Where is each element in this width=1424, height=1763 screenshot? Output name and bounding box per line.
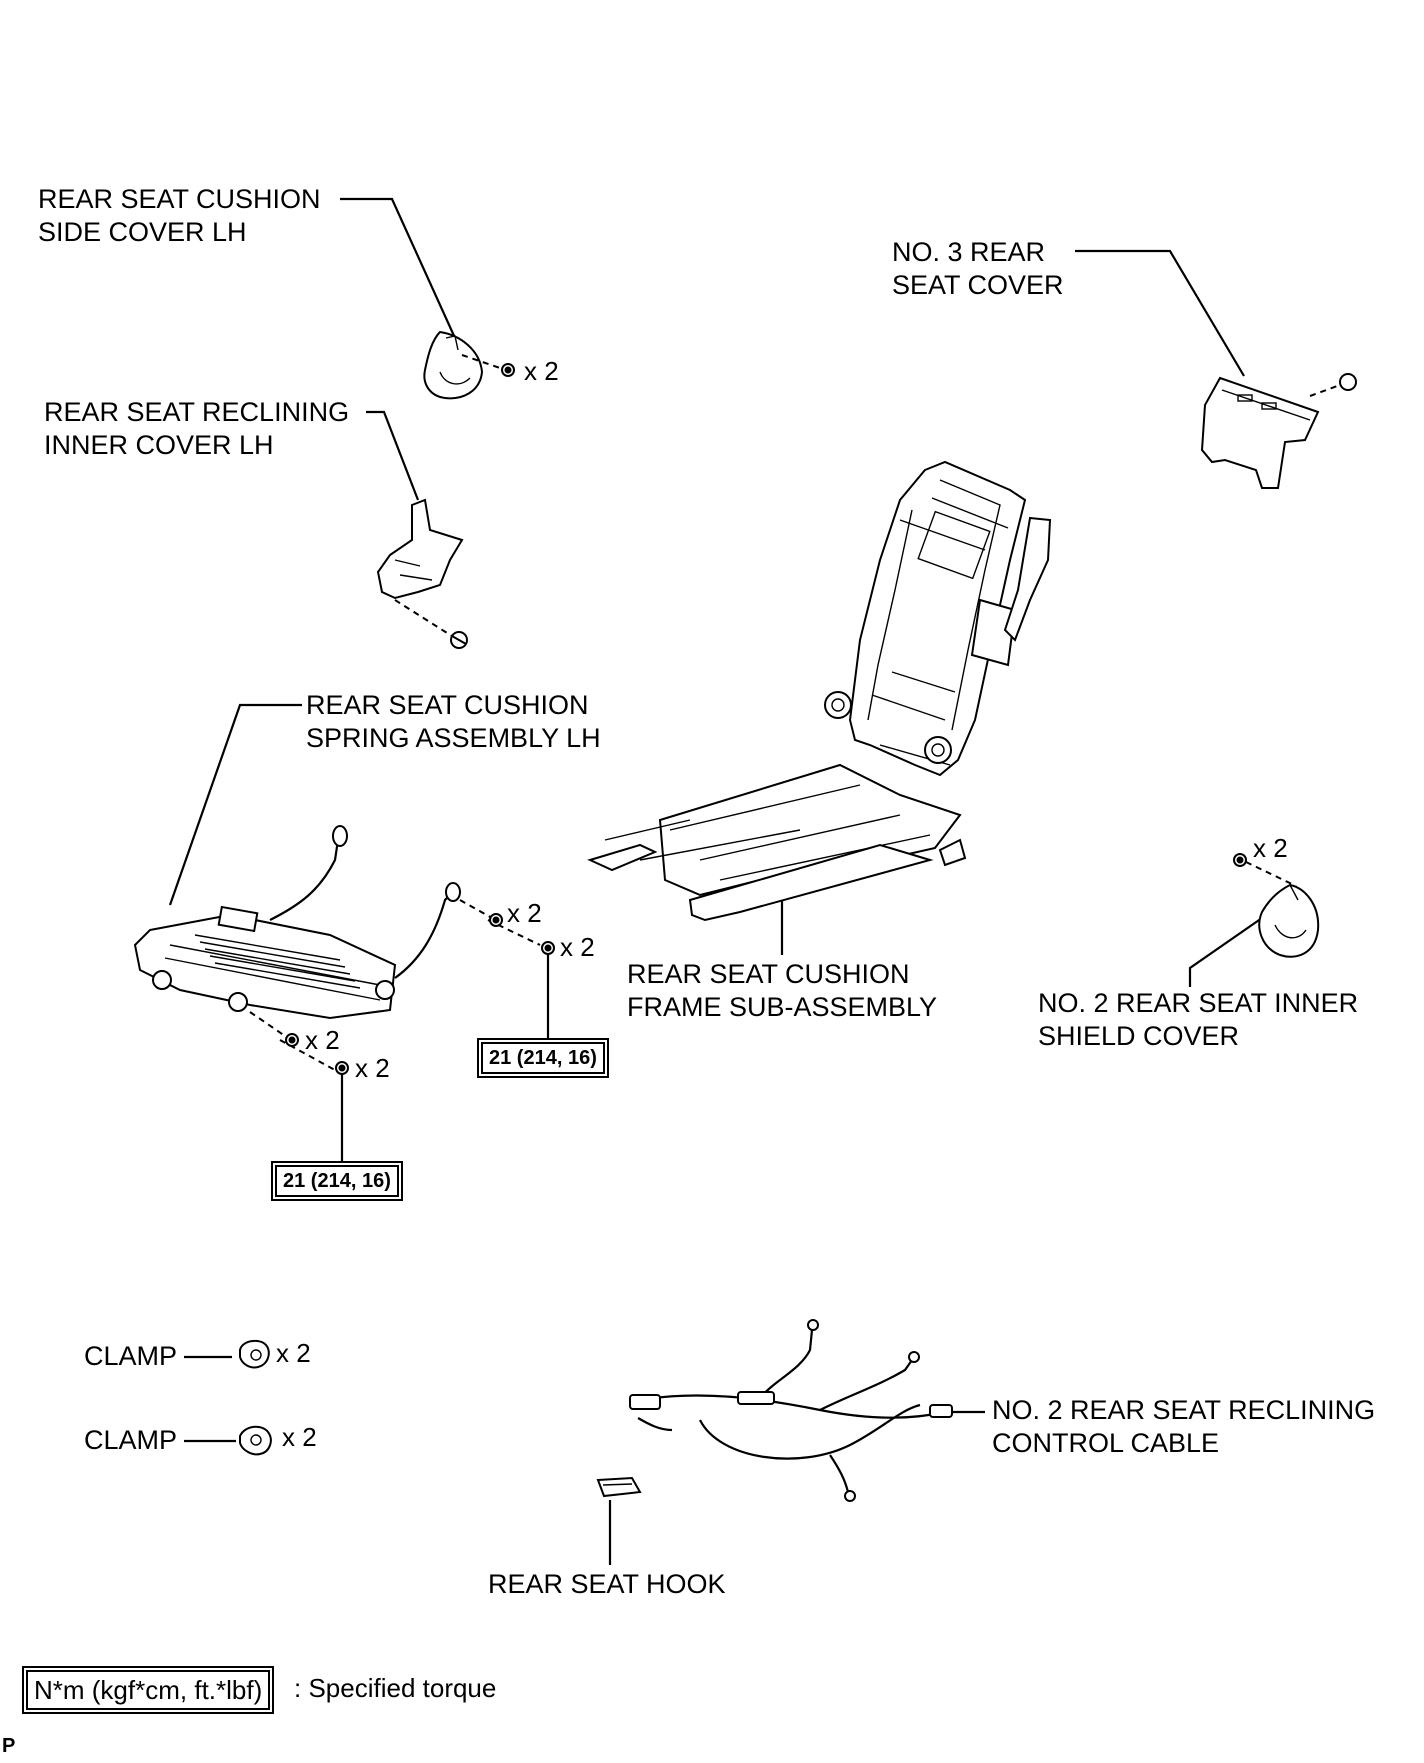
control-cable-part (629, 1319, 953, 1502)
qty-clamp-1: x 2 (276, 1338, 311, 1368)
label-no3-seat-cover: NO. 3 REAR SEAT COVER (892, 237, 1064, 300)
legend-torque-unit-box: N*m (kgf*cm, ft.*lbf) (26, 1670, 271, 1710)
qty-spring-nuts-right: x 2 (507, 898, 542, 928)
spring-assembly-part (133, 825, 555, 1075)
legend-torque-meaning: : Specified torque (294, 1673, 497, 1703)
qty-spring-nuts-left: x 2 (305, 1025, 340, 1055)
reclining-inner-cover-part (376, 498, 468, 649)
qty-clamp-2: x 2 (282, 1422, 317, 1452)
label-inner-shield-cover: NO. 2 REAR SEAT INNER SHIELD COVER (1038, 988, 1359, 1051)
no3-seat-cover-part (1200, 373, 1357, 489)
qty-spring-bolts-right: x 2 (560, 932, 595, 962)
label-seat-hook: REAR SEAT HOOK (488, 1569, 726, 1599)
qty-side-cover-bolts: x 2 (524, 356, 559, 386)
label-reclining-inner-cover: REAR SEAT RECLINING INNER COVER LH (44, 397, 350, 460)
label-control-cable: NO. 2 REAR SEAT RECLINING CONTROL CABLE (992, 1395, 1376, 1458)
leader-lines (168, 197, 1263, 1565)
qty-inner-shield-bolts: x 2 (1253, 833, 1288, 863)
torque-spec-left: 21 (214, 16) (275, 1165, 399, 1197)
qty-spring-bolts-left: x 2 (355, 1053, 390, 1083)
frame-sub-assembly-part (587, 460, 1052, 922)
label-side-cover: REAR SEAT CUSHION SIDE COVER LH (38, 184, 321, 247)
side-cover-part (423, 330, 515, 400)
spring-coils (194, 934, 361, 989)
corner-code: P (2, 1735, 16, 1757)
torque-spec-right: 21 (214, 16) (481, 1042, 605, 1074)
label-frame-sub-assembly: REAR SEAT CUSHION FRAME SUB-ASSEMBLY (627, 959, 938, 1022)
clamp-1-part (239, 1339, 270, 1369)
clamp-2-part (239, 1425, 272, 1456)
seat-hook-part (596, 1476, 642, 1498)
label-clamp-2: CLAMP (84, 1425, 178, 1455)
inner-shield-cover-part (1233, 853, 1320, 958)
label-spring-assembly: REAR SEAT CUSHION SPRING ASSEMBLY LH (306, 690, 601, 753)
label-clamp-1: CLAMP (84, 1341, 178, 1371)
